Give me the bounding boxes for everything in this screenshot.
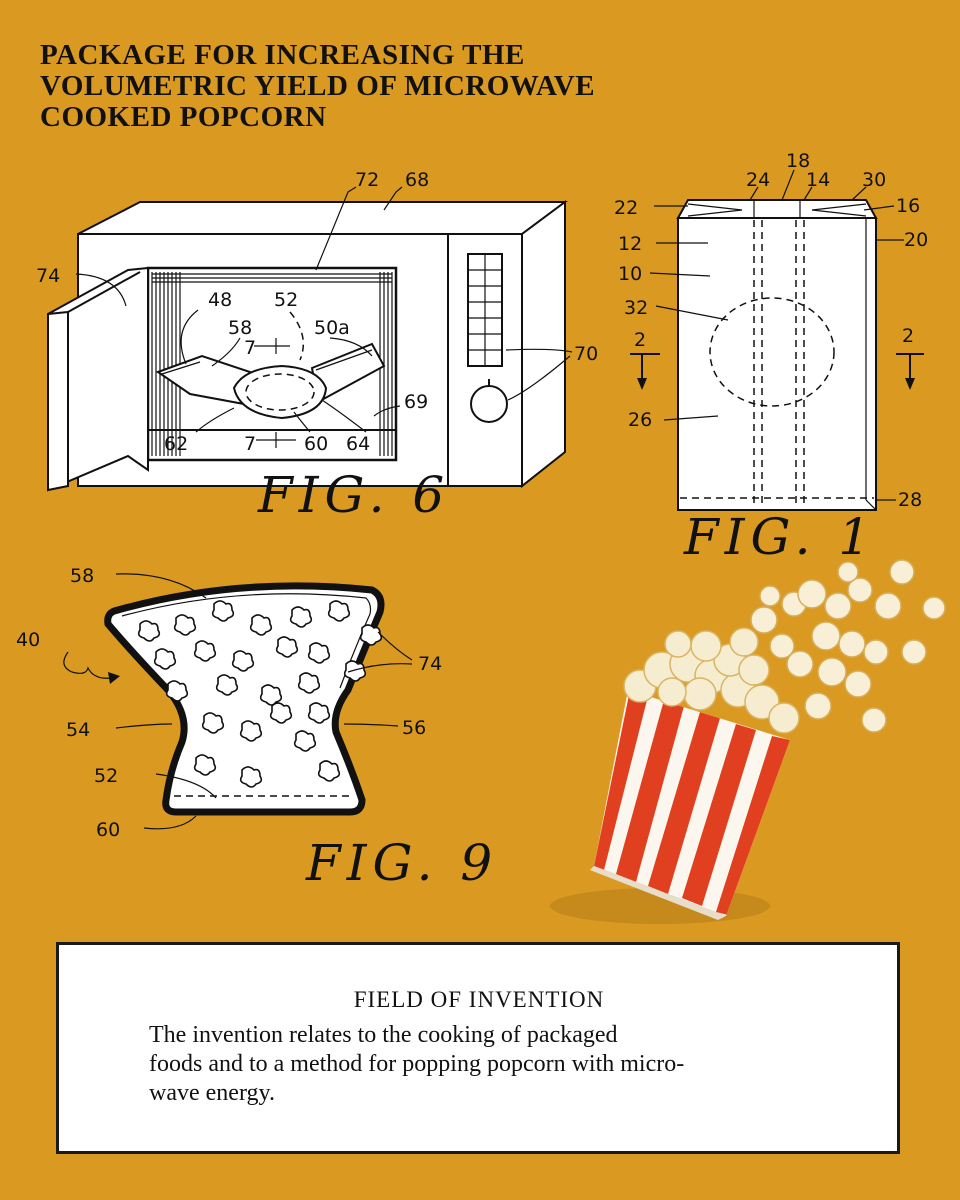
label-74: 74 bbox=[36, 265, 60, 287]
label-2-right: 2 bbox=[902, 325, 914, 347]
susceptor-outline bbox=[709, 297, 835, 407]
label-28: 28 bbox=[898, 489, 922, 511]
label-74: 74 bbox=[418, 653, 442, 675]
title-line: COOKED POPCORN bbox=[40, 101, 327, 133]
label-32: 32 bbox=[624, 297, 648, 319]
title-line: PACKAGE FOR INCREASING THE bbox=[40, 39, 525, 71]
figure-9-popped-bag: 58 40 74 54 56 52 60 FIG. 9 bbox=[16, 565, 498, 892]
label-26: 26 bbox=[628, 409, 652, 431]
label-56: 56 bbox=[402, 717, 426, 739]
label-24: 24 bbox=[746, 169, 770, 191]
label-40: 40 bbox=[16, 629, 40, 651]
field-line: wave energy. bbox=[149, 1080, 275, 1106]
popcorn-kernels-in-bag bbox=[137, 600, 383, 788]
field-body: The invention relates to the cooking of … bbox=[149, 1021, 869, 1108]
page-title: PACKAGE FOR INCREASING THE VOLUMETRIC YI… bbox=[40, 40, 740, 133]
label-7-top: 7 bbox=[244, 337, 256, 359]
label-62: 62 bbox=[164, 433, 188, 455]
bag-body bbox=[677, 217, 877, 511]
keypad bbox=[467, 253, 503, 367]
door-edge bbox=[47, 310, 69, 492]
label-70: 70 bbox=[574, 343, 598, 365]
label-10: 10 bbox=[618, 263, 642, 285]
dial-knob bbox=[470, 385, 508, 423]
field-of-invention-content: FIELD OF INVENTION The invention relates… bbox=[149, 987, 869, 1108]
label-2-left: 2 bbox=[634, 329, 646, 351]
bag-top-gusset bbox=[676, 199, 878, 219]
field-of-invention-box: FIELD OF INVENTION The invention relates… bbox=[56, 942, 900, 1154]
label-20: 20 bbox=[904, 229, 928, 251]
popped-bag-body bbox=[104, 582, 385, 816]
label-60: 60 bbox=[304, 433, 328, 455]
figure-6-microwave: 72 68 74 48 52 58 50a 7 7 70 69 62 60 64… bbox=[36, 169, 598, 524]
label-72: 72 bbox=[355, 169, 379, 191]
figure-1-bag: 18 24 14 30 22 16 12 20 10 32 2 2 26 28 … bbox=[614, 150, 928, 566]
fig9-caption: FIG. 9 bbox=[305, 834, 498, 892]
label-30: 30 bbox=[862, 169, 886, 191]
label-22: 22 bbox=[614, 197, 638, 219]
popcorn-pile bbox=[623, 627, 800, 734]
label-58: 58 bbox=[228, 317, 252, 339]
microwave-top bbox=[77, 201, 569, 235]
popcorn-box-illustration bbox=[550, 559, 946, 924]
label-58: 58 bbox=[70, 565, 94, 587]
label-12: 12 bbox=[618, 233, 642, 255]
label-52: 52 bbox=[274, 289, 298, 311]
label-68: 68 bbox=[405, 169, 429, 191]
title-line: VOLUMETRIC YIELD OF MICROWAVE bbox=[40, 70, 596, 102]
fig1-caption: FIG. 1 bbox=[683, 508, 876, 566]
label-18: 18 bbox=[786, 150, 810, 172]
label-16: 16 bbox=[896, 195, 920, 217]
fig6-caption: FIG. 6 bbox=[257, 466, 450, 524]
label-69: 69 bbox=[404, 391, 428, 413]
flying-popcorn bbox=[750, 559, 946, 733]
field-heading: FIELD OF INVENTION bbox=[353, 987, 605, 1012]
label-64: 64 bbox=[346, 433, 370, 455]
label-54: 54 bbox=[66, 719, 90, 741]
field-line: foods and to a method for popping popcor… bbox=[149, 1051, 685, 1077]
label-50a: 50a bbox=[314, 317, 350, 339]
label-14: 14 bbox=[806, 169, 830, 191]
label-60: 60 bbox=[96, 819, 120, 841]
microwave-side bbox=[521, 200, 566, 489]
label-7-bottom: 7 bbox=[244, 433, 256, 455]
label-48: 48 bbox=[208, 289, 232, 311]
field-line: The invention relates to the cooking of … bbox=[149, 1022, 618, 1048]
patent-illustrations: 72 68 74 48 52 58 50a 7 7 70 69 62 60 64… bbox=[16, 150, 946, 924]
label-52: 52 bbox=[94, 765, 118, 787]
